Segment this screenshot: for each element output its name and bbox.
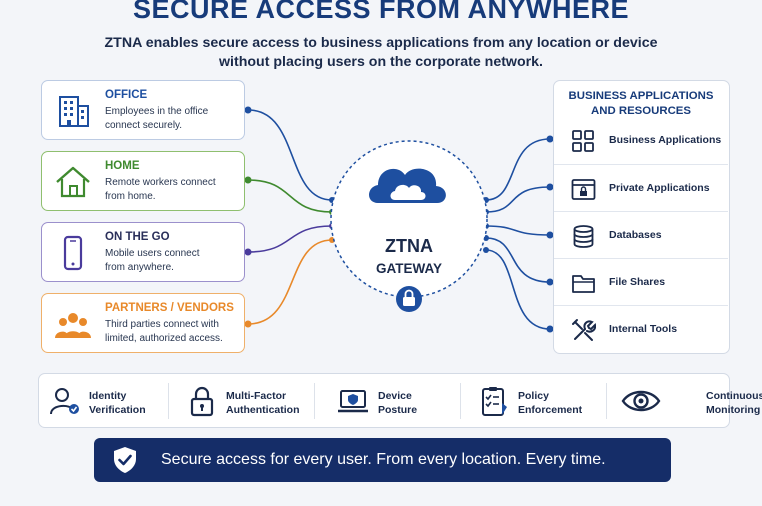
source-title: PARTNERS / VENDORS xyxy=(105,302,234,314)
home-connector xyxy=(247,179,333,213)
resource-label: Internal Tools xyxy=(609,323,678,335)
resource-label: Private Applications xyxy=(609,182,710,194)
resource-label: File Shares xyxy=(609,276,666,288)
file-shares-connector xyxy=(485,237,551,283)
partners-connector xyxy=(247,239,333,325)
banner-text: Secure access for every user. From every… xyxy=(161,451,606,468)
resource-item-databases[interactable]: Databases xyxy=(554,211,728,258)
source-title: HOME xyxy=(105,160,140,172)
feature-divider xyxy=(606,383,607,419)
laptop-shield-icon xyxy=(338,390,368,413)
gateway-label-line-1: ZTNA xyxy=(385,236,433,256)
shield-check-icon xyxy=(114,447,136,473)
house-icon xyxy=(56,166,90,198)
padlock-icon xyxy=(190,386,214,417)
resources-title: BUSINESS APPLICATIONS AND RESOURCES xyxy=(568,90,714,117)
page-title: SECURE ACCESS FROM ANYWHERE xyxy=(132,0,630,24)
resource-item-internal-tools[interactable]: Internal Tools xyxy=(554,305,728,352)
people-group-icon xyxy=(55,313,91,338)
mobile-phone-icon xyxy=(63,235,83,271)
resource-item-private-applications[interactable]: Private Applications xyxy=(554,164,728,211)
gateway-label-line-2: GATEWAY xyxy=(375,261,442,276)
resource-item-file-shares[interactable]: File Shares xyxy=(554,258,728,305)
database-icon xyxy=(573,225,594,248)
feature-divider xyxy=(460,383,461,419)
bottom-banner: Secure access for every user. From every… xyxy=(94,438,671,482)
folder-icon xyxy=(572,275,595,293)
app-grid-icon xyxy=(572,130,594,152)
feature-divider xyxy=(314,383,315,419)
locked-window-icon xyxy=(571,179,596,200)
business-apps-connector xyxy=(485,138,551,201)
office-building-icon xyxy=(59,96,89,127)
subtitle-line-2: without placing users on the corporate n… xyxy=(219,54,543,70)
databases-connector xyxy=(485,225,551,236)
eye-icon xyxy=(621,390,661,412)
mobile-connector xyxy=(247,225,333,253)
page-subtitle: ZTNA enables secure access to business a… xyxy=(60,34,702,72)
resources-panel: BUSINESS APPLICATIONS AND RESOURCES Busi… xyxy=(553,80,730,354)
office-connector xyxy=(247,109,333,201)
private-apps-connector xyxy=(485,186,551,213)
internal-tools-connector xyxy=(485,249,551,330)
checklist-icon xyxy=(482,387,507,416)
resource-label: Databases xyxy=(609,229,662,241)
resource-item-business-applications[interactable]: Business Applications xyxy=(554,117,728,164)
tools-icon xyxy=(572,319,596,341)
source-title: ON THE GO xyxy=(105,231,170,243)
cloud-icon xyxy=(369,168,446,203)
source-card-partners: PARTNERS / VENDORS Third parties connect… xyxy=(41,293,245,353)
source-title: OFFICE xyxy=(105,89,148,101)
gateway-label: ZTNA GATEWAY xyxy=(349,236,469,276)
lock-icon xyxy=(396,286,422,312)
resource-label: Business Applications xyxy=(609,134,722,146)
feature-divider xyxy=(168,383,169,419)
subtitle-line-1: ZTNA enables secure access to business a… xyxy=(104,35,658,51)
user-check-icon xyxy=(50,388,79,415)
